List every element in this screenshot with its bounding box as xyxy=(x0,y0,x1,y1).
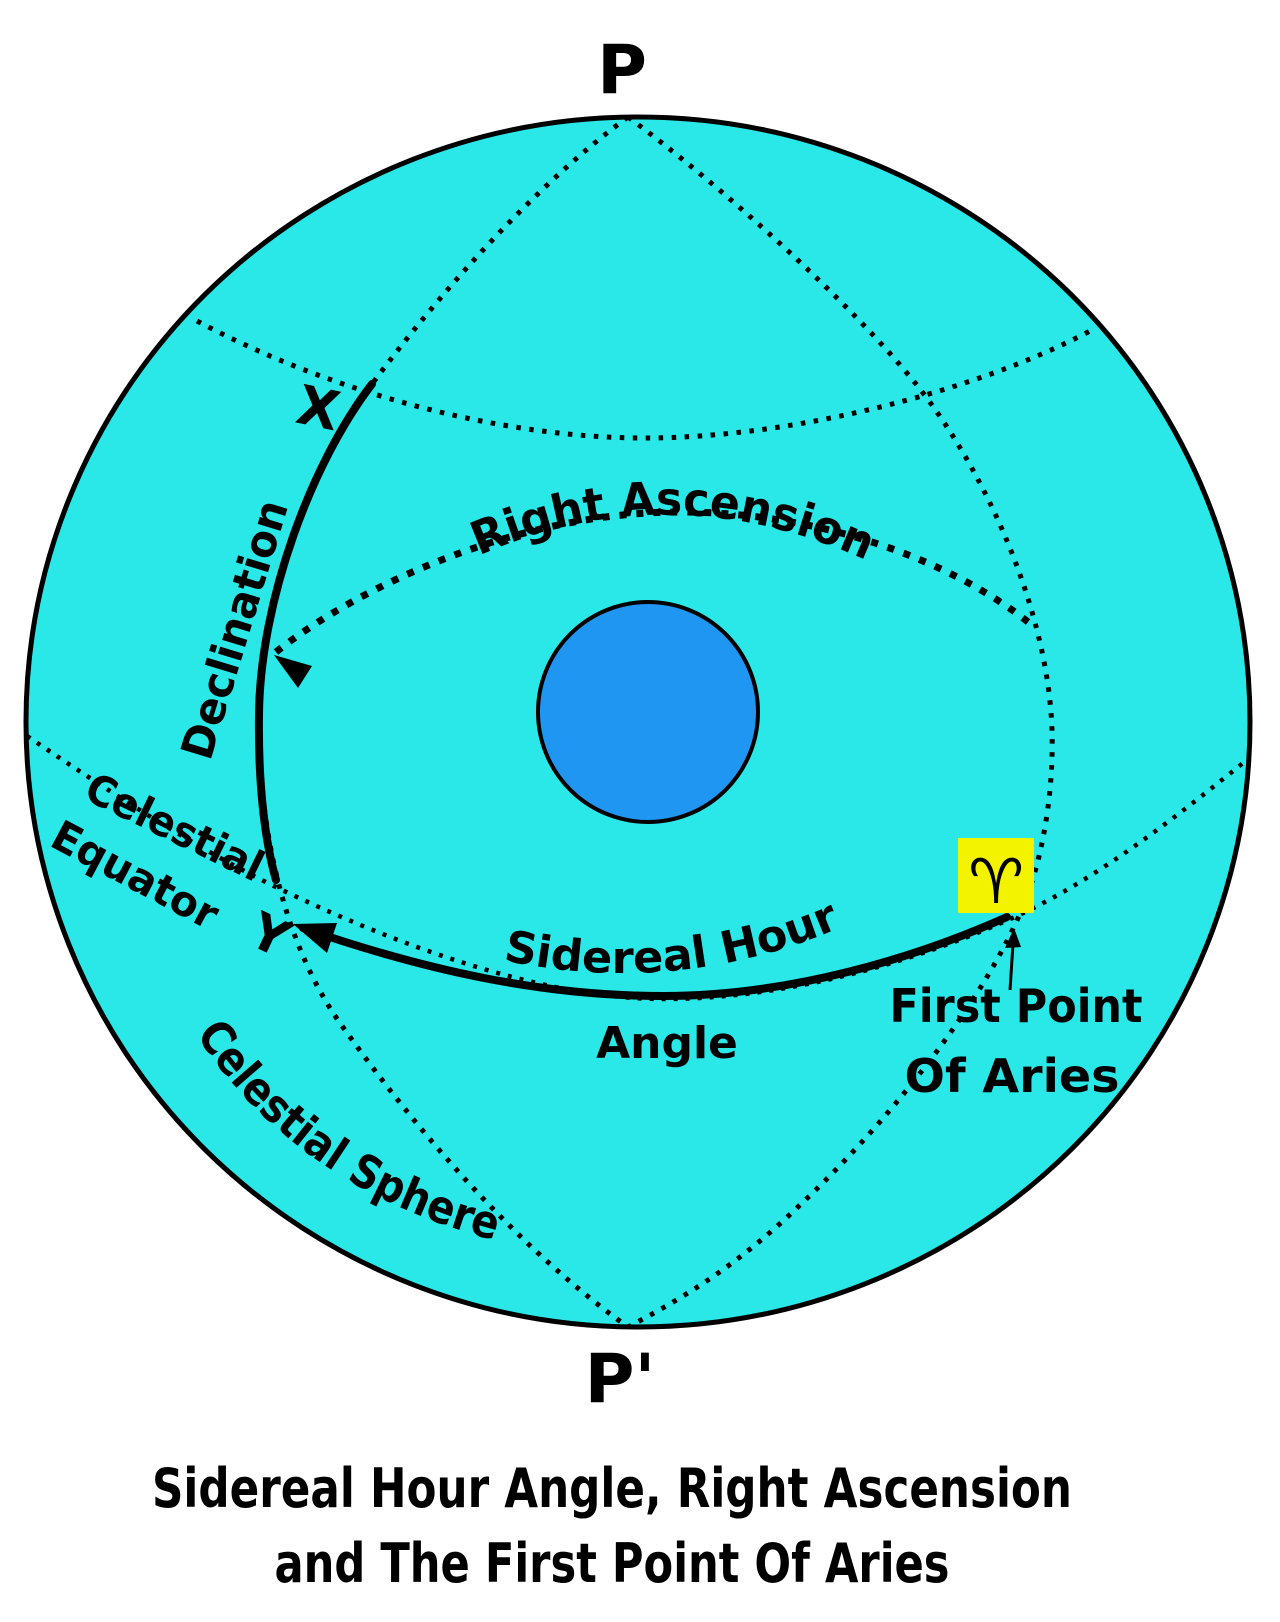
pole-p-prime-label: P' xyxy=(585,1340,656,1419)
pole-p-label: P xyxy=(597,31,647,110)
angle-label: Angle xyxy=(596,1018,738,1069)
first-point-arrowhead xyxy=(1005,928,1021,948)
caption-line2: and The First Point Of Aries xyxy=(275,1532,950,1595)
sidereal-hour-angle-arc xyxy=(299,913,1011,1001)
aries-box xyxy=(958,838,1034,913)
declination-arc xyxy=(254,380,376,884)
earth-circle xyxy=(536,600,760,824)
first-point-label-line2: Of Aries xyxy=(905,1049,1120,1103)
caption-line1: Sidereal Hour Angle, Right Ascension xyxy=(152,1457,1072,1520)
sidereal-hour-angle-arrowhead xyxy=(293,923,337,953)
hour-circle-through-aries xyxy=(626,114,1055,1330)
aries-symbol-icon: ♈ xyxy=(968,845,1024,918)
first-point-label-line1: First Point xyxy=(890,979,1143,1033)
first-point-arrow xyxy=(1008,943,1015,991)
right-ascension-arrowhead xyxy=(274,655,312,688)
